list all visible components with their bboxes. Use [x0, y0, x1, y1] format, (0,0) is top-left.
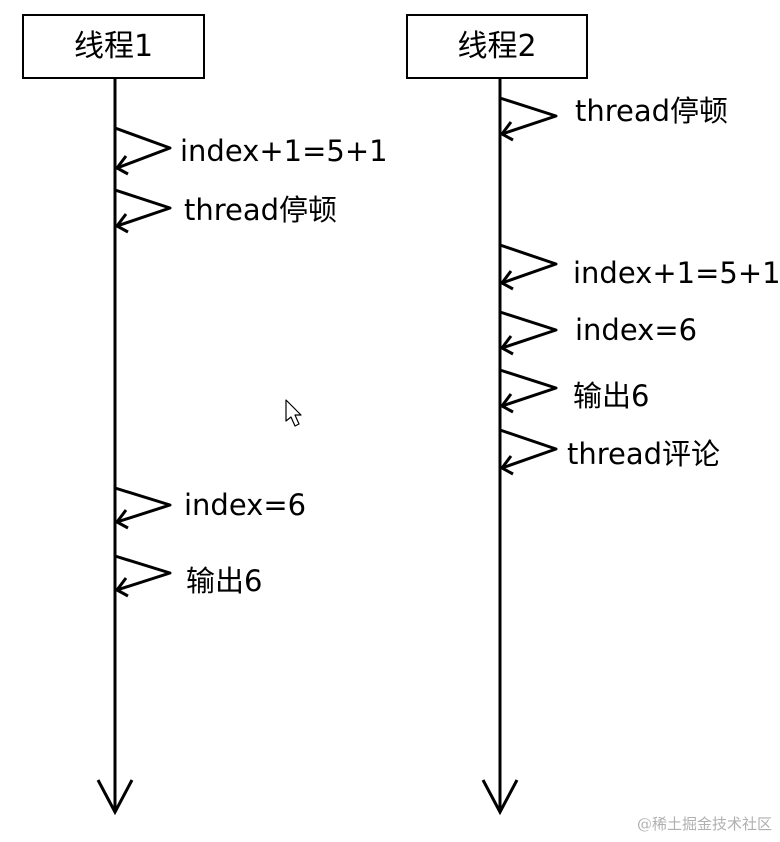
- watermark: @稀土掘金技术社区: [636, 815, 772, 833]
- thread1-step-3-label: index=6: [184, 488, 307, 522]
- thread1-step-2-arrow: [114, 188, 172, 234]
- thread2-step-2-label: index+1=5+1: [573, 256, 780, 290]
- thread2-step-5-label: thread评论: [567, 437, 721, 471]
- mouse-pointer-icon: [285, 399, 302, 427]
- thread1-step-3-arrow: [114, 486, 172, 530]
- thread1-step-1-arrow: [114, 126, 172, 176]
- thread2-step-1-label: thread停顿: [575, 94, 729, 128]
- thread2-step-1-arrow: [499, 96, 558, 142]
- thread2-step-3-arrow: [499, 310, 558, 356]
- thread1-title: 线程1: [73, 28, 154, 64]
- thread2-step-2-arrow: [499, 243, 558, 291]
- thread1-lifeline-arrowhead: [96, 779, 134, 816]
- thread2-title: 线程2: [457, 28, 537, 64]
- thread2-step-5-arrow: [499, 428, 558, 476]
- thread2-step-3-label: index=6: [575, 313, 698, 347]
- thread1-step-1-label: index+1=5+1: [180, 134, 388, 168]
- thread1-header: 线程1: [22, 14, 205, 79]
- thread1-step-2-label: thread停顿: [184, 193, 338, 227]
- thread2-step-4-label: 输出6: [573, 379, 650, 413]
- thread2-header: 线程2: [406, 14, 588, 79]
- thread2-step-4-arrow: [499, 368, 558, 414]
- thread1-step-4-label: 输出6: [186, 564, 263, 598]
- thread2-lifeline-arrowhead: [481, 779, 519, 816]
- thread1-step-4-arrow: [114, 554, 172, 598]
